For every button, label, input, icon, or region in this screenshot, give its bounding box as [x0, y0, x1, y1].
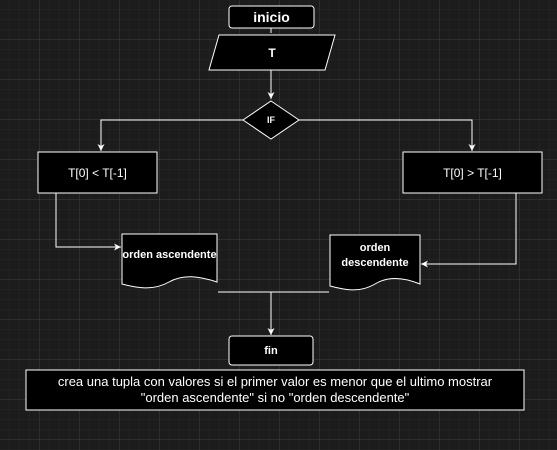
edge-right-to-output	[421, 193, 517, 268]
input-parallelogram[interactable]	[208, 34, 336, 71]
condition-left-process[interactable]	[37, 151, 158, 194]
edge-if-to-left	[97, 119, 243, 151]
output-left-document[interactable]	[121, 233, 218, 289]
output-right-document[interactable]	[329, 234, 421, 291]
if-decision-diamond[interactable]	[242, 100, 300, 140]
start-terminator[interactable]	[228, 5, 315, 29]
edge-if-to-right	[299, 119, 476, 151]
description-note-box[interactable]	[25, 369, 525, 411]
edge-left-to-output	[55, 193, 121, 251]
condition-right-process[interactable]	[402, 151, 543, 194]
end-terminator[interactable]	[228, 335, 314, 366]
